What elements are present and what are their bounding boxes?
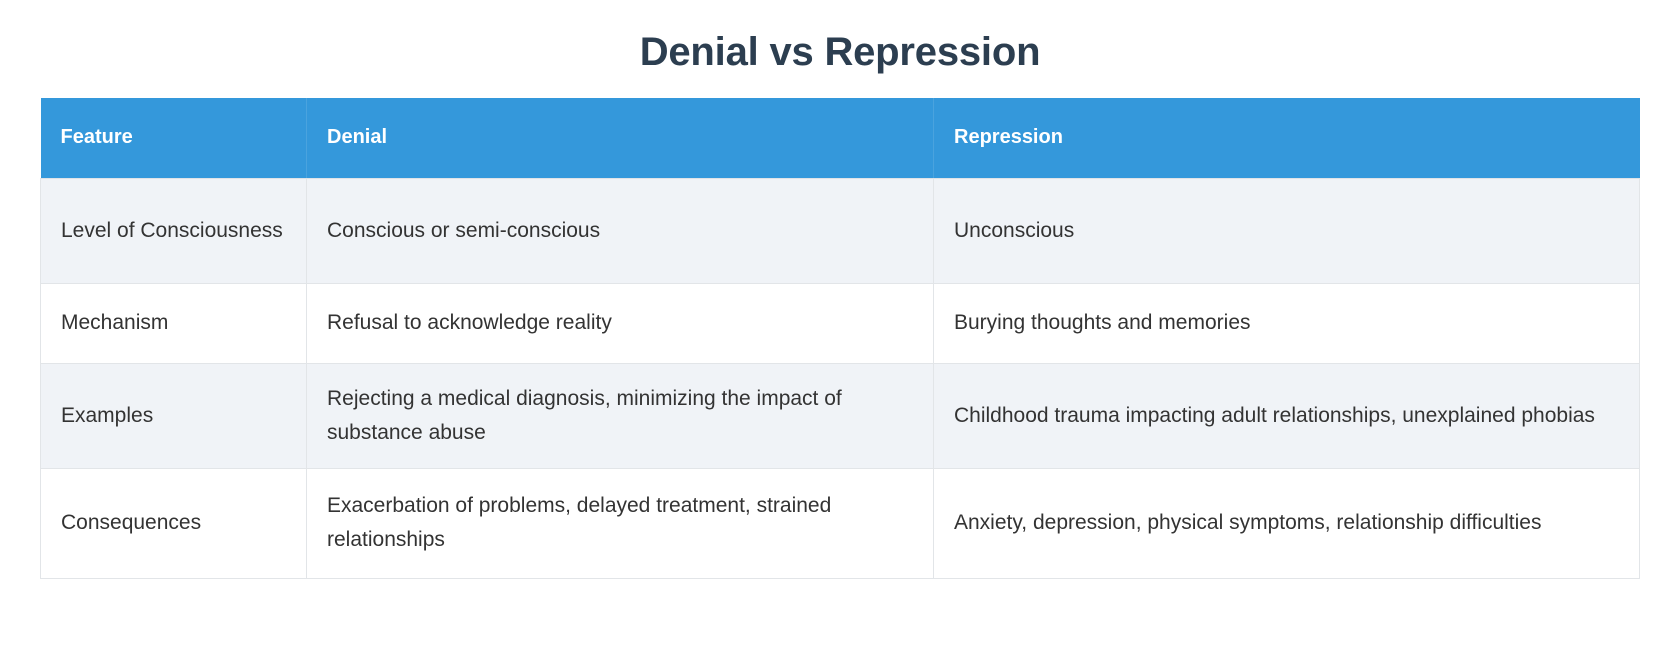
column-header-denial[interactable]: Denial <box>306 98 934 179</box>
table-header: Feature Denial Repression <box>40 98 1640 179</box>
cell-denial: Exacerbation of problems, delayed treatm… <box>306 467 934 579</box>
cell-feature: Examples <box>40 362 307 469</box>
cell-denial: Conscious or semi-conscious <box>306 177 934 284</box>
table-row: Consequences Exacerbation of problems, d… <box>40 467 1640 579</box>
comparison-table-container: Feature Denial Repression Level of Consc… <box>40 98 1640 579</box>
column-header-repression[interactable]: Repression <box>933 98 1640 179</box>
table-row: Level of Consciousness Conscious or semi… <box>40 177 1640 284</box>
table-row: Examples Rejecting a medical diagnosis, … <box>40 362 1640 469</box>
cell-repression: Unconscious <box>933 177 1640 284</box>
cell-feature: Consequences <box>40 467 307 579</box>
cell-repression: Burying thoughts and memories <box>933 282 1640 364</box>
cell-feature: Level of Consciousness <box>40 177 307 284</box>
cell-repression: Childhood trauma impacting adult relatio… <box>933 362 1640 469</box>
page-title: Denial vs Repression <box>639 30 1041 74</box>
cell-feature: Mechanism <box>40 282 307 364</box>
table-header-row: Feature Denial Repression <box>40 98 1640 179</box>
column-header-feature[interactable]: Feature <box>40 98 307 179</box>
cell-denial: Rejecting a medical diagnosis, minimizin… <box>306 362 934 469</box>
denial-vs-repression-table: Feature Denial Repression Level of Consc… <box>40 98 1640 579</box>
table-body: Level of Consciousness Conscious or semi… <box>40 177 1640 579</box>
cell-denial: Refusal to acknowledge reality <box>306 282 934 364</box>
table-row: Mechanism Refusal to acknowledge reality… <box>40 282 1640 364</box>
cell-repression: Anxiety, depression, physical symptoms, … <box>933 467 1640 579</box>
